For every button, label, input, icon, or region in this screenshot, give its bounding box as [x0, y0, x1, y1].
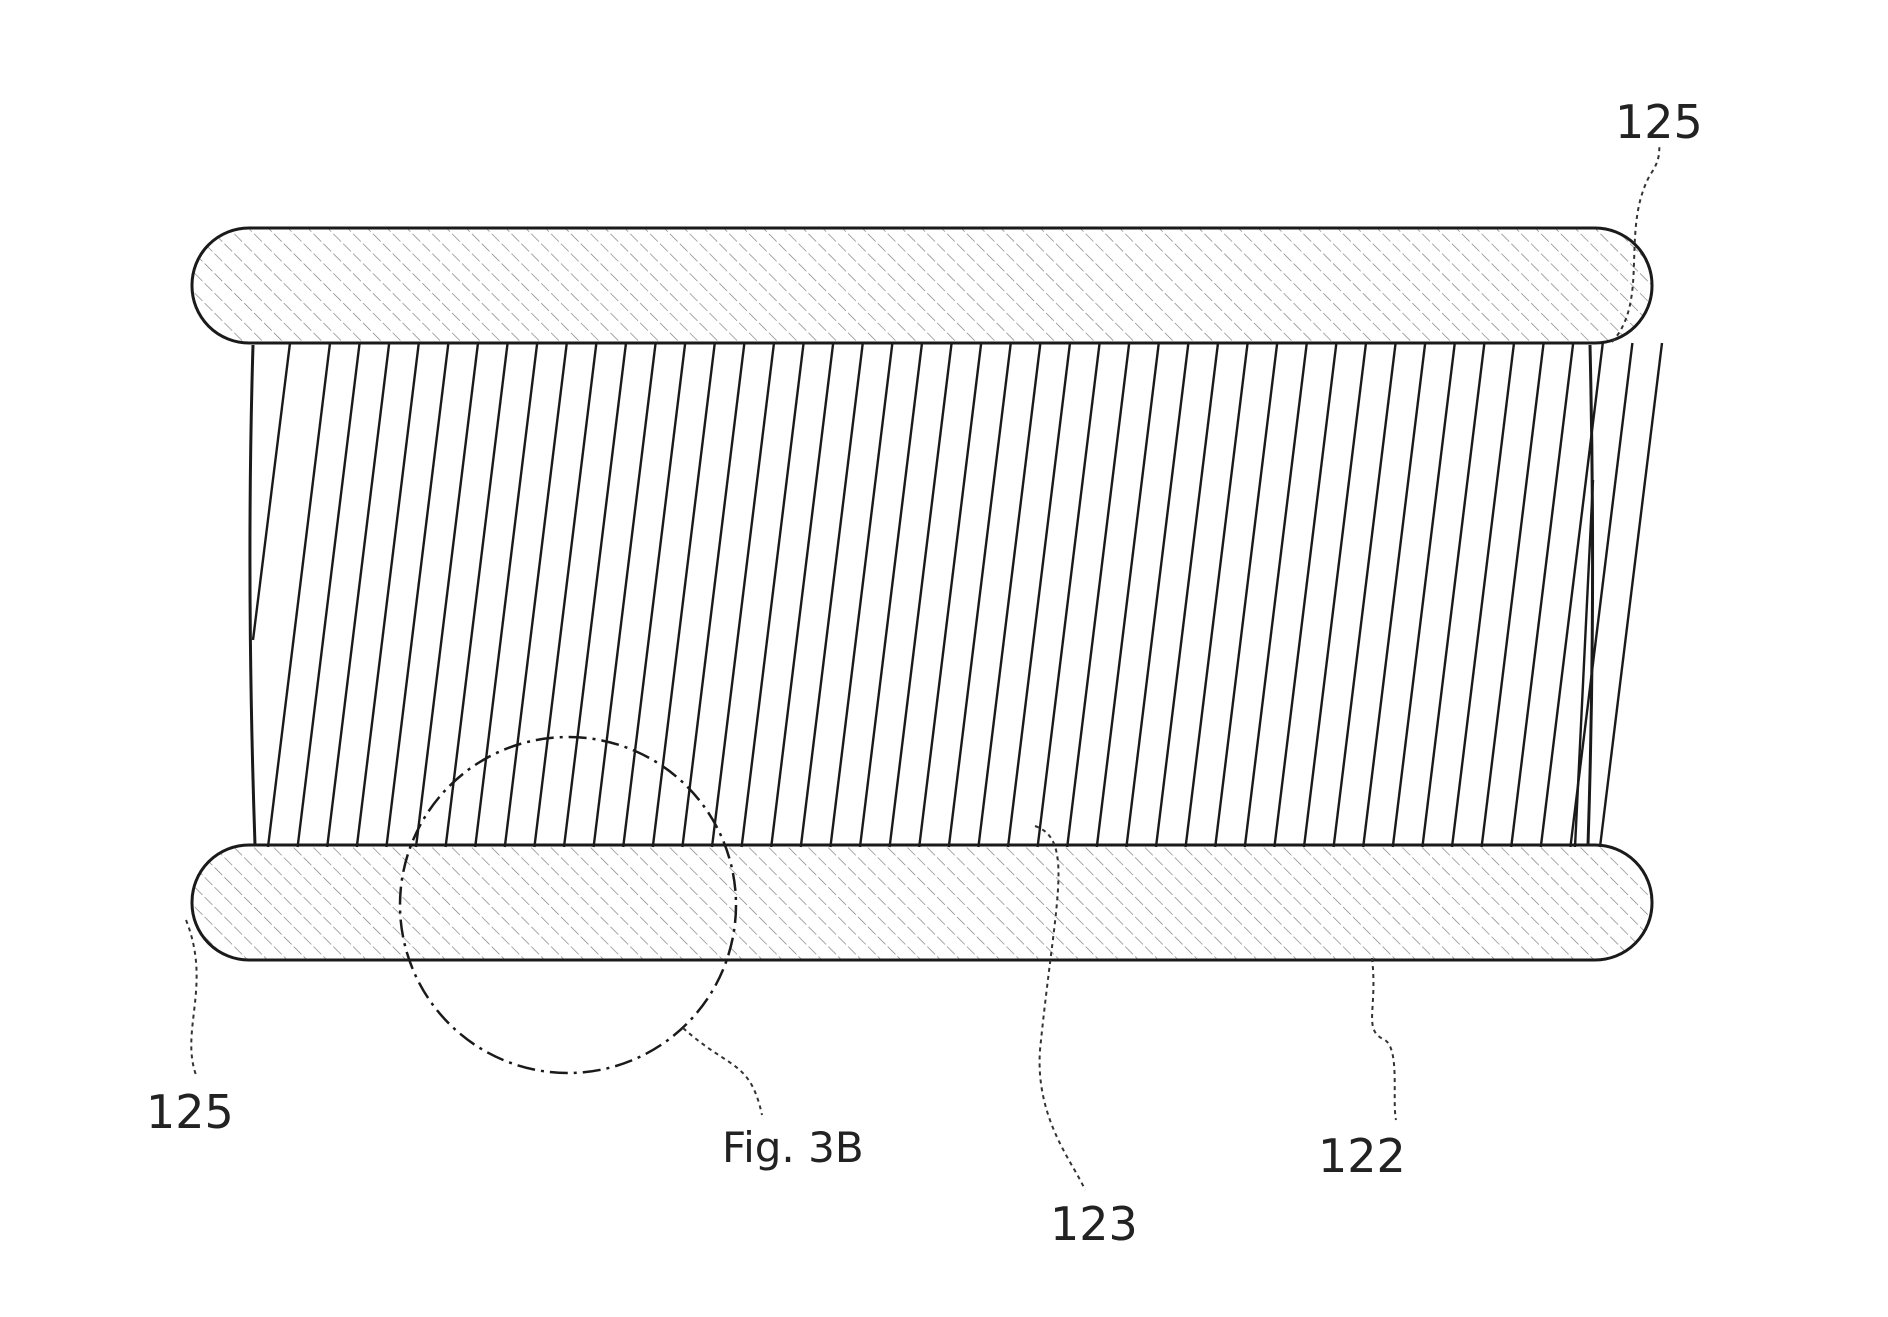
coil-winding	[386, 343, 448, 847]
coil-winding	[1304, 343, 1366, 847]
coil-winding	[564, 343, 626, 847]
coil-winding	[1186, 343, 1248, 847]
coil-winding	[1482, 343, 1544, 847]
label-coil: 123	[1050, 1197, 1138, 1251]
coil-winding	[742, 343, 804, 847]
coil-winding	[949, 343, 1011, 847]
coil-windings	[253, 343, 1662, 847]
coil-winding	[682, 343, 744, 847]
label-ring-bottom: 125	[146, 1085, 234, 1139]
coil-winding	[253, 343, 290, 640]
coil-winding	[830, 343, 892, 847]
leader-band	[1372, 958, 1396, 1120]
leader-ring-bottom	[186, 920, 197, 1075]
coil-winding	[1393, 343, 1455, 847]
coil-winding	[1245, 343, 1307, 847]
coil-winding	[801, 343, 863, 847]
coil-winding	[298, 343, 360, 847]
coil-winding	[1363, 343, 1425, 847]
coil-winding	[1334, 343, 1396, 847]
coil-winding	[416, 343, 478, 847]
coil-winding	[446, 343, 508, 847]
coil-winding	[771, 343, 833, 847]
coil-winding	[1422, 343, 1484, 847]
coil-winding	[1274, 343, 1336, 847]
coil-winding	[919, 343, 981, 847]
coil-winding	[1126, 343, 1188, 847]
coil-winding	[505, 343, 567, 847]
leader-fig-3b	[683, 1028, 762, 1115]
coil-winding	[1097, 343, 1159, 847]
coil-winding	[475, 343, 537, 847]
label-fig-3b: Fig. 3B	[722, 1123, 864, 1172]
coil-winding	[978, 343, 1040, 847]
coil-winding	[357, 343, 419, 847]
coil-winding	[1067, 343, 1129, 847]
coil-winding	[1452, 343, 1514, 847]
coil-winding	[1511, 343, 1573, 847]
coil-winding	[327, 343, 389, 847]
coil-right-edge	[1588, 345, 1593, 845]
coil-winding	[890, 343, 952, 847]
coil-winding	[1008, 343, 1070, 847]
coil-winding	[1600, 343, 1662, 847]
coil-winding	[653, 343, 715, 847]
coil-winding	[594, 343, 656, 847]
coil-winding	[1038, 343, 1100, 847]
label-band: 122	[1318, 1129, 1406, 1183]
coil-winding	[534, 343, 596, 847]
coil-winding	[1215, 343, 1277, 847]
ring-bottom	[192, 845, 1652, 960]
coil-winding	[1156, 343, 1218, 847]
coil-winding	[712, 343, 774, 847]
coil-body	[250, 343, 1662, 847]
coil-winding	[860, 343, 922, 847]
coil-left-edge	[250, 345, 255, 845]
coil-winding	[623, 343, 685, 847]
label-ring-top: 125	[1615, 95, 1703, 149]
ring-top	[192, 228, 1652, 343]
coil-winding	[268, 343, 330, 847]
